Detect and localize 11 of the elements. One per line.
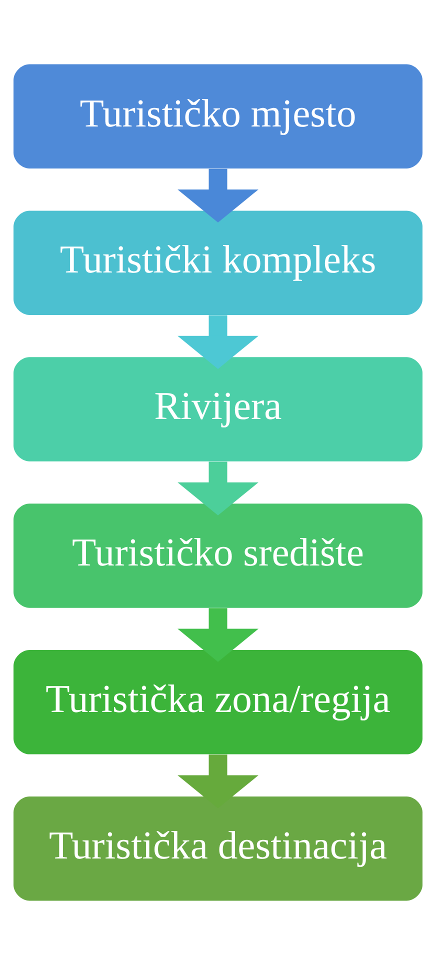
node-box: Turistička destinacija: [14, 796, 422, 901]
arrow: [178, 462, 258, 516]
node-box: Turistička zona/regija: [14, 650, 422, 754]
arrow: [178, 168, 258, 222]
arrow: [178, 754, 258, 808]
node-box: Turističko središte: [14, 504, 422, 608]
node-box: Turističko mjesto: [14, 64, 422, 168]
node-box: Rivijera: [14, 357, 422, 462]
arrow: [178, 315, 258, 369]
node-box: Turistički kompleks: [14, 210, 422, 315]
arrow: [178, 608, 258, 662]
